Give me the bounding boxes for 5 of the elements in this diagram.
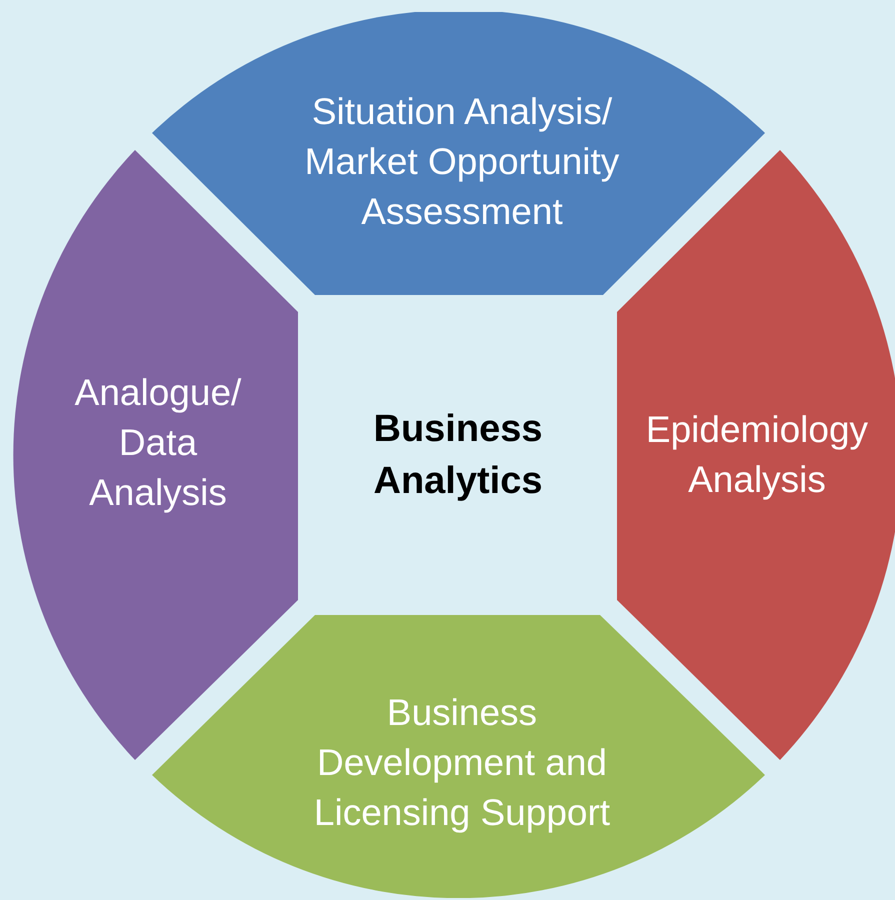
segment-label: Business Development and Licensing Support <box>312 691 612 835</box>
segment-label: Epidemiology Analysis <box>644 408 870 502</box>
segment-label: Analogue/ Data Analysis <box>74 371 242 515</box>
center-title: Business Analytics <box>372 407 544 504</box>
segment-label: Situation Analysis/ Market Opportunity Assessment <box>304 90 620 234</box>
